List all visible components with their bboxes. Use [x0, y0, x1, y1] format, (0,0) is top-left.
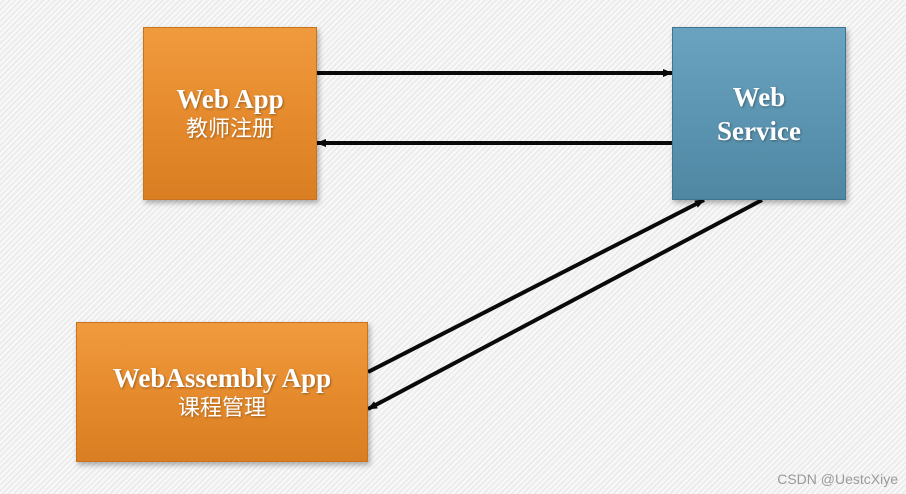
- arrow-wasm-to-service: [367, 198, 705, 374]
- web-service-node: Web Service: [672, 27, 846, 200]
- web-app-title: Web App: [176, 84, 284, 114]
- watermark: CSDN @UestcXiye: [777, 471, 898, 487]
- arrow-service-to-wasm: [367, 198, 763, 411]
- webassembly-app-subtitle: 课程管理: [177, 395, 266, 421]
- webassembly-app-title: WebAssembly App: [112, 362, 332, 393]
- web-app-subtitle: 教师注册: [185, 117, 274, 142]
- web-service-title-line-2: Service: [717, 115, 801, 146]
- web-service-title-line-1: Web: [732, 81, 786, 112]
- web-app-node: Web App 教师注册: [143, 27, 317, 200]
- webassembly-app-node: WebAssembly App 课程管理: [76, 322, 368, 462]
